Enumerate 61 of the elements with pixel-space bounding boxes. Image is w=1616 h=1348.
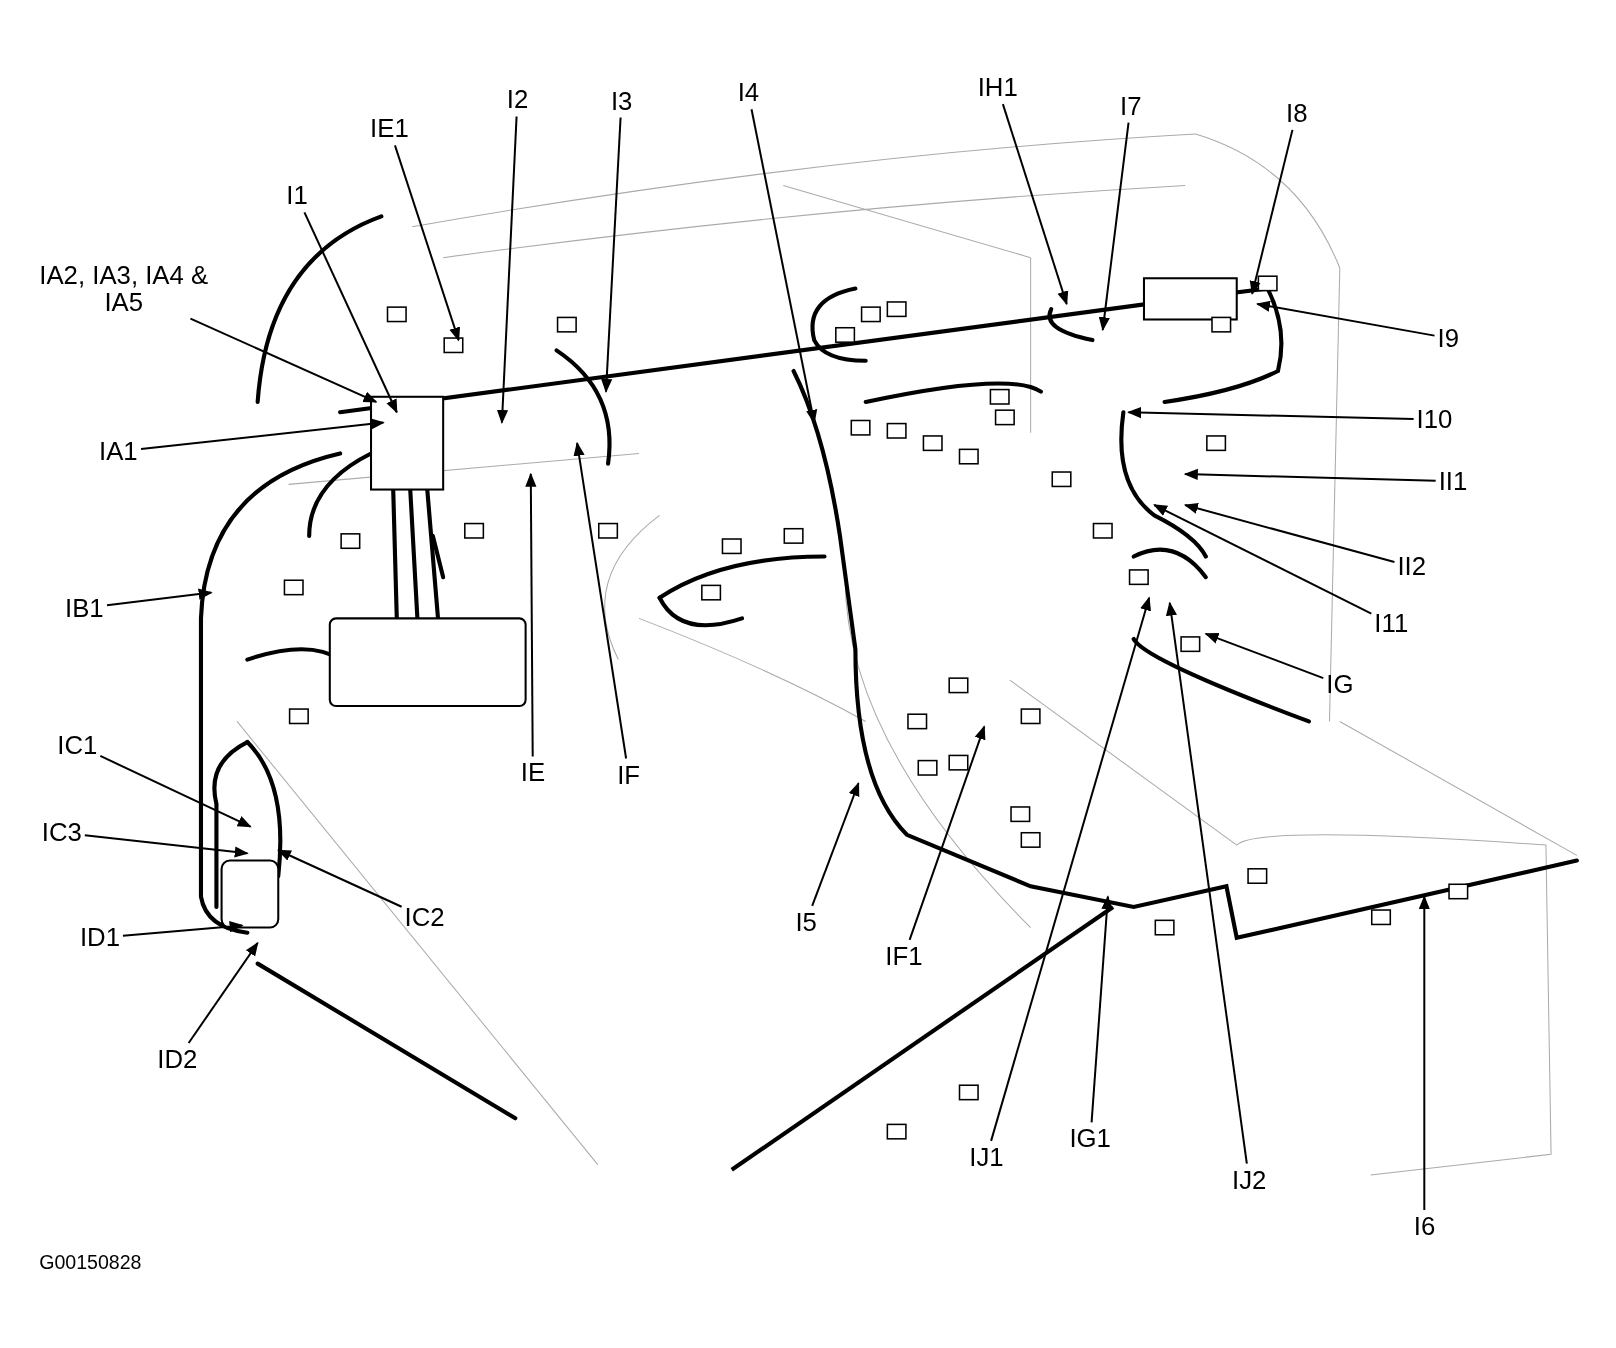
callout-label: II1	[1438, 467, 1468, 495]
leader-line	[1255, 300, 1436, 337]
callout-label: I6	[1413, 1212, 1436, 1240]
leader-line	[83, 834, 249, 858]
callout-label: IC2	[404, 903, 445, 931]
callout-label: IG	[1326, 670, 1354, 698]
leader-line	[99, 754, 252, 828]
leader-line	[1183, 502, 1396, 564]
leader-line	[1001, 103, 1069, 306]
callout-label: IJ1	[969, 1143, 1004, 1171]
leader-line	[1249, 128, 1294, 296]
callout-label: I1	[286, 182, 308, 210]
callout-label: I10	[1416, 405, 1453, 433]
callout-label: ID2	[157, 1045, 198, 1073]
callout-label: I5	[795, 908, 817, 936]
leader-line	[303, 211, 398, 414]
callout-label: I7	[1120, 92, 1142, 120]
callout-label: I8	[1286, 99, 1308, 127]
leader-line	[1418, 895, 1430, 1211]
leader-line	[496, 115, 518, 424]
leader-line	[1183, 468, 1437, 482]
callout-label: ID1	[79, 924, 121, 952]
leader-line	[573, 441, 628, 760]
leader-line	[811, 781, 860, 907]
callout-label: I9	[1437, 324, 1459, 352]
callout-label: IA2, IA3, IA4 & IA5	[38, 261, 210, 316]
callout-label: IA1	[99, 437, 138, 465]
callout-label: IH1	[977, 74, 1018, 102]
callout-label: IJ2	[1232, 1166, 1267, 1194]
callout-label: I3	[610, 87, 633, 115]
leader-line	[1153, 504, 1373, 615]
leader-line	[990, 596, 1151, 1142]
callout-label: I11	[1374, 610, 1409, 638]
leader-line	[140, 418, 385, 450]
callout-label: IF1	[885, 942, 923, 970]
callout-label: IF	[617, 761, 641, 789]
leader-line	[187, 941, 259, 1044]
leader-line	[277, 849, 403, 908]
callout-label: IG1	[1069, 1125, 1111, 1153]
callout-label: IE	[520, 759, 546, 787]
leader-line	[525, 472, 537, 758]
leader-line	[908, 725, 986, 941]
leader-line	[106, 588, 213, 607]
leader-line	[1127, 406, 1415, 420]
leader-line	[121, 921, 244, 937]
leader-line	[1204, 632, 1325, 680]
callout-label: IB1	[65, 594, 104, 622]
callout-label: II2	[1397, 553, 1427, 581]
callout-label: I2	[506, 86, 529, 114]
callout-label: IC1	[57, 731, 98, 759]
leader-line	[750, 108, 818, 424]
leader-line	[1098, 121, 1130, 332]
figure-code: G00150828	[39, 1251, 142, 1275]
leader-line	[1165, 601, 1248, 1165]
leader-line	[1090, 895, 1113, 1124]
leader-line	[189, 317, 378, 403]
leader-line	[393, 144, 461, 342]
callout-label: I4	[737, 79, 760, 107]
callout-label: IC3	[41, 819, 82, 847]
callout-label: IE1	[370, 115, 409, 143]
leader-line	[601, 116, 622, 394]
